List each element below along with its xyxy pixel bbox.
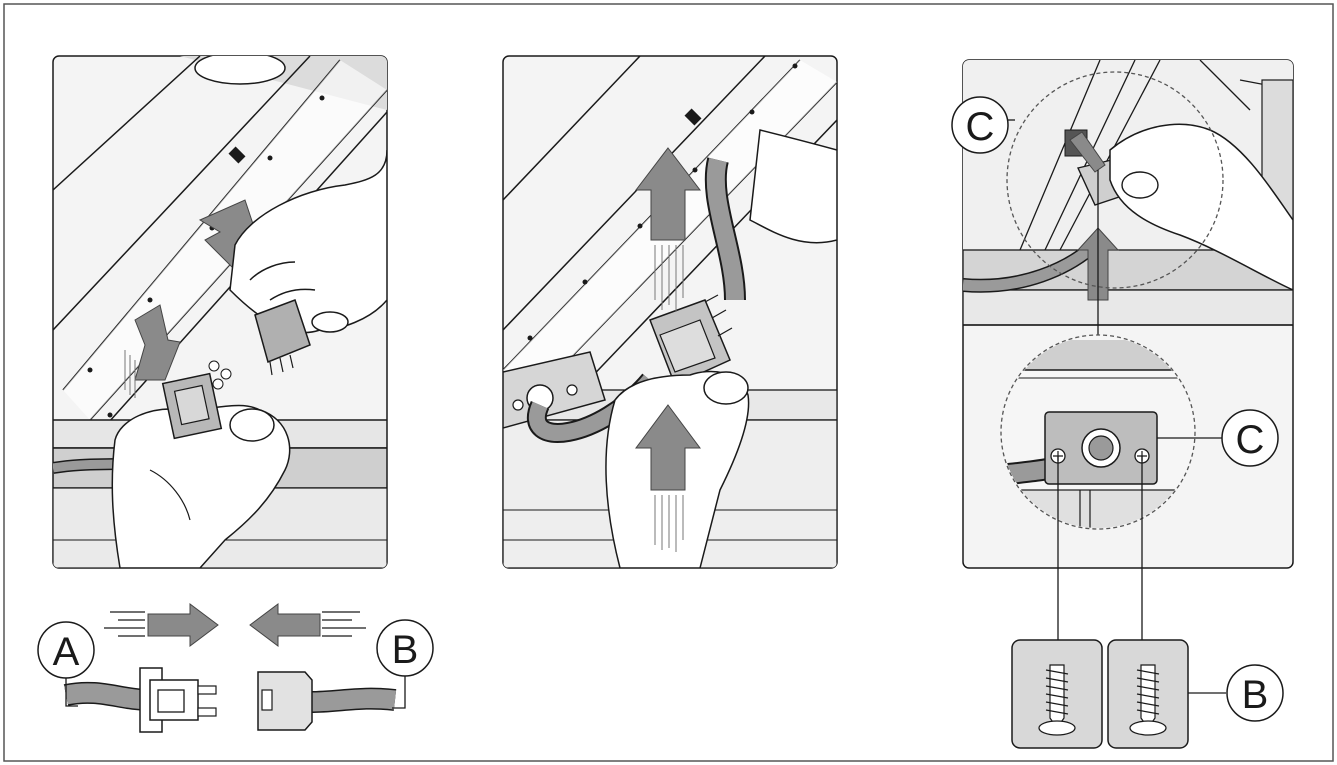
hand-icon (1109, 123, 1293, 292)
connector-icon (139, 667, 217, 733)
screw-icon (1129, 664, 1167, 736)
connector-icon (649, 294, 733, 387)
callout-c-right-label: C (1236, 418, 1265, 462)
arrow-icon (635, 404, 701, 552)
callout-b: B (376, 619, 434, 677)
callout-c-top: C (951, 96, 1009, 154)
callout-b-label: B (392, 628, 419, 672)
arrow-icon (634, 147, 702, 312)
arrow-icon (147, 603, 219, 647)
screw-box-right (1107, 639, 1189, 749)
panel-1-connect-plugs (52, 55, 388, 569)
callout-b-screws-label: B (1242, 673, 1269, 717)
callout-a: A (37, 621, 95, 679)
connector-icon (161, 360, 232, 440)
callout-c-top-label: C (966, 105, 995, 149)
connector-detail-ab: A B (37, 603, 434, 733)
arrow-icon (124, 304, 181, 398)
screw-icon (1038, 664, 1076, 736)
callout-b-screws: B (1226, 664, 1284, 722)
panel-2-push-cable (502, 55, 838, 569)
screw-box-left (1011, 639, 1103, 749)
arrow-icon (249, 603, 321, 647)
callout-c-right: C (1221, 409, 1279, 467)
panel-3-fix-bracket (962, 59, 1294, 569)
connector-icon (254, 299, 311, 376)
callout-a-label: A (53, 630, 80, 674)
connector-icon (257, 671, 313, 731)
